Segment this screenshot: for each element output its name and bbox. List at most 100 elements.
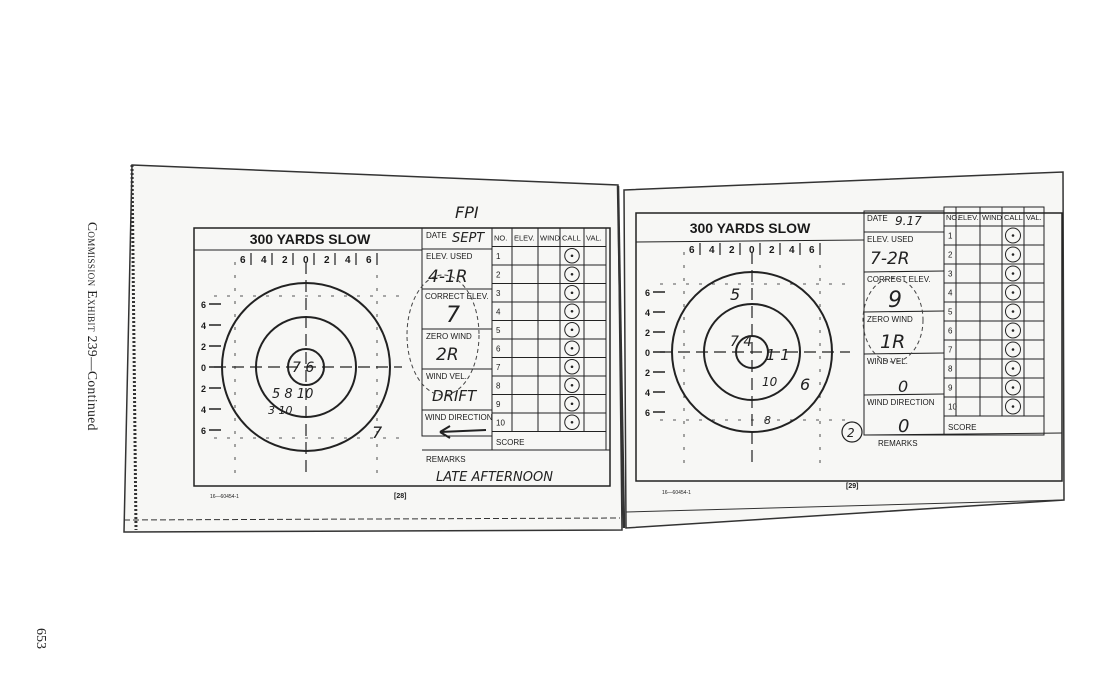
left-call-dot-icon	[570, 402, 574, 406]
left-call-circle-icon	[564, 359, 580, 375]
left-table-header: WIND	[540, 234, 561, 243]
right-wind-direction-label: WIND DIRECTION	[867, 398, 935, 407]
right-call-dot-icon	[1011, 291, 1015, 294]
page-number: 653	[33, 628, 48, 649]
right-shot-mark: 10	[762, 375, 778, 389]
right-correct-elev-label: CORRECT ELEV.	[867, 275, 931, 284]
left-remarks-label: REMARKS	[426, 455, 466, 464]
right-scale-top-tick: 6	[689, 245, 695, 256]
left-shot-mark: 7 6	[292, 360, 314, 376]
left-table-row-number: 2	[496, 270, 501, 279]
left-date-value: SEPT	[452, 231, 485, 246]
left-score-label: SCORE	[496, 438, 524, 447]
right-table-row-number: 1	[948, 232, 953, 241]
right-call-circle-icon	[1005, 227, 1021, 244]
right-table-row-number: 7	[948, 346, 953, 355]
right-table-row-number: 6	[948, 327, 953, 336]
left-table-row-number: 4	[496, 307, 501, 316]
right-table-header: NO.	[946, 213, 959, 222]
right-scale-top-tick: 4	[709, 245, 715, 256]
right-table-header: CALL	[1004, 213, 1023, 222]
left-table-row-number: 10	[496, 418, 505, 427]
left-wind-vel-label: WIND VEL.	[426, 372, 467, 381]
left-call-dot-icon	[570, 254, 574, 258]
left-page-label: [28]	[394, 493, 406, 500]
caption-commission: Commission	[85, 222, 100, 287]
right-call-dot-icon	[1011, 329, 1015, 332]
scorebook-outline	[123, 164, 1065, 533]
right-call-circle-icon	[1005, 265, 1021, 282]
right-call-circle-icon	[1005, 379, 1021, 396]
left-call-circle-icon	[564, 248, 580, 264]
right-target	[660, 252, 850, 468]
left-zero-wind-label: ZERO WIND	[426, 332, 472, 341]
right-shot-mark: 7 4	[730, 334, 752, 350]
left-call-circle-icon	[564, 266, 580, 282]
right-scale-top-tick: 2	[769, 245, 775, 256]
right-zero-wind-value: 1R	[880, 331, 905, 353]
left-table-row-number: 1	[496, 252, 501, 261]
right-scale-top-tick: 6	[809, 245, 815, 256]
right-scale-side-tick: 4	[645, 388, 650, 398]
left-scale-top-tick: 4	[261, 255, 267, 266]
left-scale-side-tick: 4	[201, 321, 206, 331]
right-call-dot-icon	[1011, 272, 1015, 275]
left-scale-top-tick: 4	[345, 255, 351, 266]
right-table-row-number: 5	[948, 308, 953, 317]
left-call-circle-icon	[564, 396, 580, 412]
caption-exhibit: Exhibit	[85, 290, 100, 332]
right-call-dot-icon	[1011, 310, 1015, 313]
left-call-dot-icon	[570, 291, 574, 295]
left-scale-side-tick: 4	[201, 405, 206, 415]
right-call-circle-icon	[1005, 246, 1021, 263]
left-shot-mark: 7	[372, 423, 383, 442]
left-call-circle-icon	[564, 377, 580, 393]
exhibit-caption: Commission Exhibit 239—Continued	[78, 222, 100, 482]
right-shot-mark: 8	[764, 414, 771, 427]
right-call-dot-icon	[1011, 405, 1015, 408]
right-wind-direction-value: 0	[898, 416, 909, 437]
right-table-header: ELEV.	[958, 213, 979, 222]
right-elev-used-value: 7-2R	[870, 249, 910, 269]
left-table-row-number: 6	[496, 344, 501, 353]
right-call-dot-icon	[1011, 234, 1015, 237]
right-scale-side-tick: 0	[645, 348, 650, 358]
right-wind-vel-label: WIND VEL.	[867, 357, 908, 366]
right-form-number: 16—60454-1	[662, 490, 691, 496]
right-score-label: SCORE	[948, 423, 976, 432]
right-table-row-number: 4	[948, 289, 953, 298]
left-correct-elev-value: 7	[446, 303, 460, 328]
left-remarks-value: LATE AFTERNOON	[436, 470, 553, 485]
right-call-dot-icon	[1011, 253, 1015, 256]
left-scale-side-tick: 6	[201, 300, 206, 310]
right-date-label: DATE	[867, 214, 888, 223]
left-call-dot-icon	[570, 272, 574, 276]
left-hand-circle	[406, 274, 480, 396]
right-table-header: WIND	[982, 213, 1003, 222]
left-call-circle-icon	[564, 322, 580, 338]
left-table-row-number: 8	[496, 381, 501, 390]
left-scale-side-tick: 2	[201, 342, 206, 352]
caption-number: 239—Continued	[85, 335, 100, 431]
right-call-dot-icon	[1011, 386, 1015, 389]
left-call-dot-icon	[570, 346, 574, 350]
right-scale-top-tick: 2	[729, 245, 735, 256]
right-call-circle-icon	[1005, 303, 1021, 320]
right-table-row-number: 3	[948, 270, 953, 279]
left-scale-top-tick: 6	[366, 255, 372, 266]
right-card-title: 300 YARDS SLOW	[690, 220, 811, 236]
left-elev-used-value: 4-1R	[428, 267, 468, 287]
left-table-row-number: 3	[496, 289, 501, 298]
left-call-dot-icon	[570, 365, 574, 369]
left-card-title: 300 YARDS SLOW	[250, 231, 371, 247]
right-scale-side-tick: 4	[645, 308, 650, 318]
right-scale-side-tick: 6	[645, 408, 650, 418]
